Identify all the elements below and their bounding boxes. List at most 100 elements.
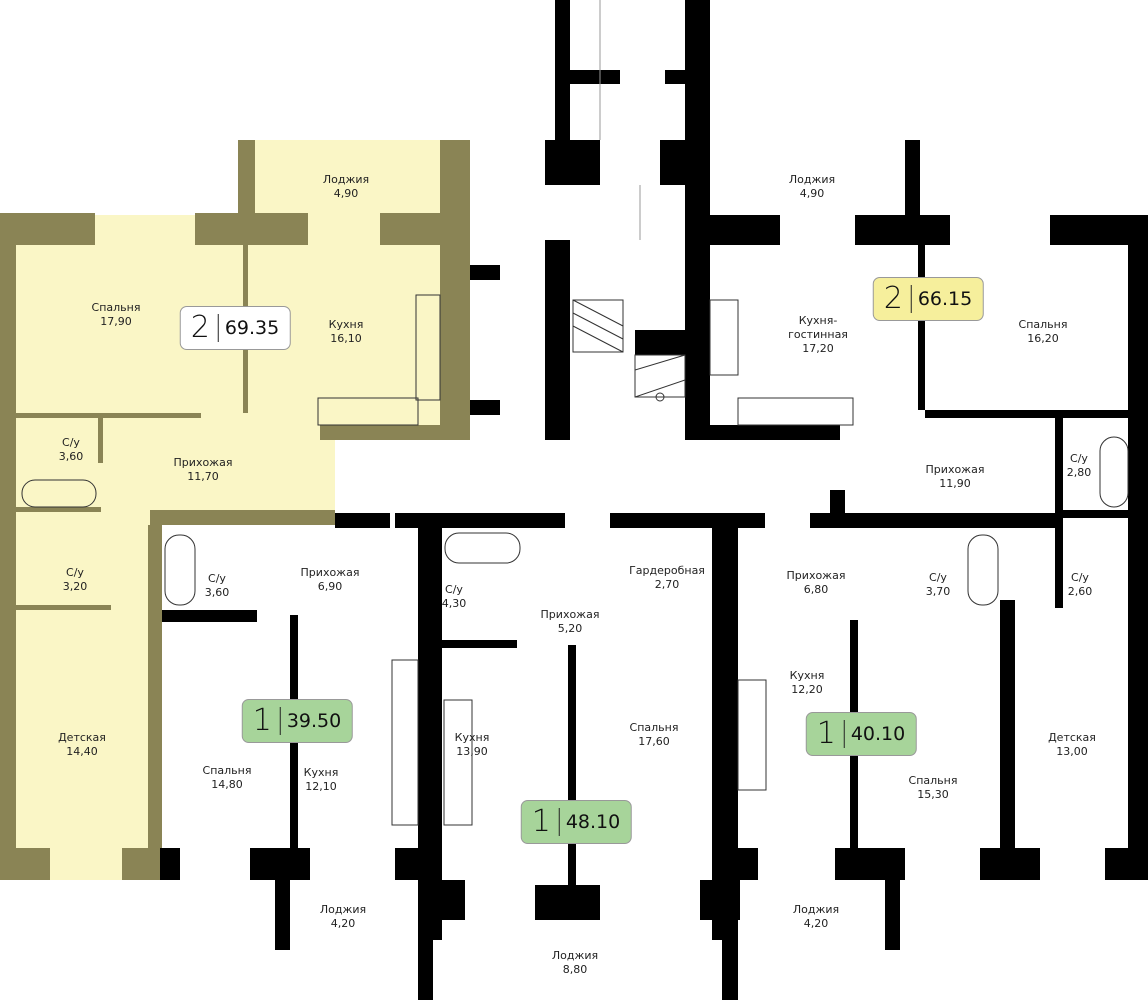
room-name: Прихожая: [173, 456, 233, 469]
room-area: 17,60: [638, 735, 670, 748]
room-count: 1: [253, 706, 281, 736]
room-area: 14,80: [211, 778, 243, 791]
room-count: 1: [817, 719, 845, 749]
room-area: 4,20: [803, 917, 829, 930]
room-area: 3,20: [62, 580, 88, 593]
room-name: Лоджия: [792, 903, 840, 916]
room-area: 2,70: [654, 578, 680, 591]
room-name: Прихожая: [786, 569, 846, 582]
room-area: 8,80: [562, 963, 588, 976]
apartment-area: 39.50: [286, 710, 342, 732]
room-count: 2: [884, 284, 912, 314]
walls: [160, 0, 1148, 1000]
room-name: Детская: [58, 731, 106, 744]
room-area: 6,80: [803, 583, 829, 596]
room-name: Лоджия: [319, 903, 367, 916]
room-area: 3,60: [204, 586, 230, 599]
room-name: С/у: [1071, 571, 1089, 584]
room-name: Кухня: [328, 318, 364, 331]
room-name: С/у: [929, 571, 947, 584]
room-area: 2,80: [1066, 466, 1092, 479]
room-name: Прихожая: [540, 608, 600, 621]
room-name: Прихожая: [925, 463, 985, 476]
room-area: 5,20: [557, 622, 583, 635]
room-name: Лоджия: [788, 173, 836, 186]
room-area: 12,20: [791, 683, 823, 696]
room-area: 17,90: [100, 315, 132, 328]
room-name: Лоджия: [551, 949, 599, 962]
room-name: Кухня: [789, 669, 825, 682]
room-area: 4,20: [330, 917, 356, 930]
room-name: Детская: [1048, 731, 1096, 744]
apartment-area: 66.15: [917, 288, 973, 310]
room-area: 4,90: [333, 187, 359, 200]
apartment-area: 69.35: [224, 317, 280, 339]
room-name: С/у: [1070, 452, 1088, 465]
room-name: Лоджия: [322, 173, 370, 186]
apartment-area: 48.10: [565, 811, 621, 833]
room-name: Спальня: [202, 764, 252, 777]
room-name: С/у: [445, 583, 463, 596]
room-area: 16,20: [1027, 332, 1059, 345]
room-area: 11,90: [939, 477, 971, 490]
room-name: Кухня- гостинная: [788, 314, 848, 341]
room-name: Спальня: [91, 301, 141, 314]
room-name: С/у: [62, 436, 80, 449]
room-area: 16,10: [330, 332, 362, 345]
highlighted-walls: [0, 140, 470, 880]
room-name: С/у: [66, 566, 84, 579]
room-name: Кухня: [454, 731, 490, 744]
room-name: Гардеробная: [629, 564, 705, 577]
room-count: 1: [532, 807, 560, 837]
room-name: Кухня: [303, 766, 339, 779]
room-area: 2,60: [1067, 585, 1093, 598]
room-area: 11,70: [187, 470, 219, 483]
room-area: 4,30: [441, 597, 467, 610]
room-area: 3,60: [58, 450, 84, 463]
room-area: 14,40: [66, 745, 98, 758]
room-count: 2: [191, 313, 219, 343]
room-name: Спальня: [1018, 318, 1068, 331]
room-area: 12,10: [305, 780, 337, 793]
room-name: Спальня: [908, 774, 958, 787]
room-area: 13,00: [1056, 745, 1088, 758]
room-area: 4,90: [799, 187, 825, 200]
apartment-area: 40.10: [850, 723, 906, 745]
room-area: 3,70: [925, 585, 951, 598]
room-name: Спальня: [629, 721, 679, 734]
